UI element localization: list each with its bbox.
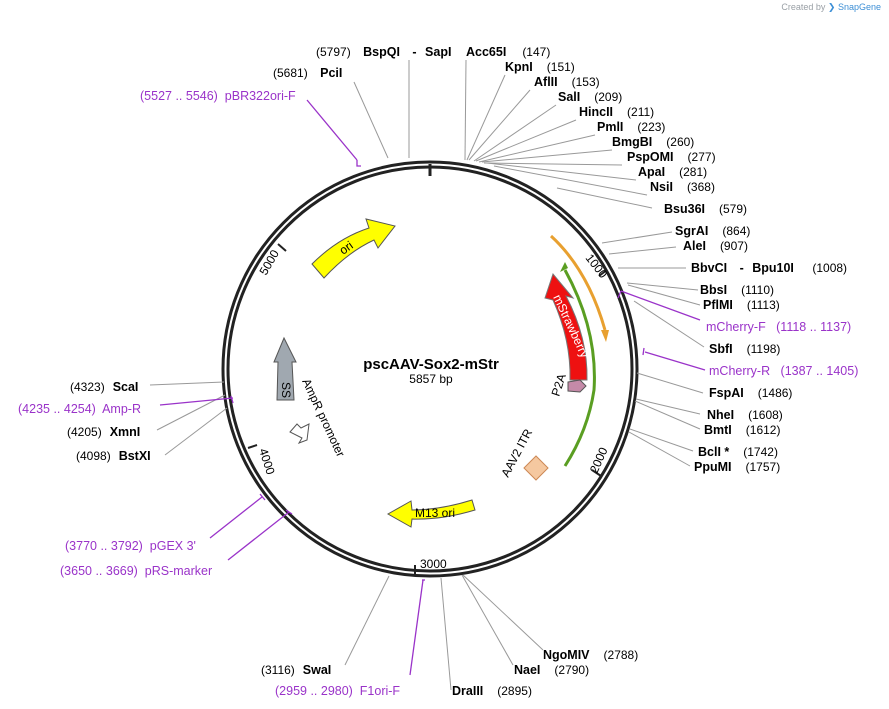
site-pcii-pos: (5681): [273, 66, 308, 80]
site-bmgbi[interactable]: BmgBI(260): [612, 135, 694, 149]
site-lines: [149, 59, 705, 691]
site-kpni[interactable]: KpnI(151): [505, 60, 575, 74]
site-swai[interactable]: (3116)SwaI: [261, 663, 331, 677]
snapgene-logo-icon: ❯: [827, 2, 836, 12]
site-bspqi[interactable]: (5797) BspQI - SapI: [316, 43, 451, 60]
tick-mark-5000: [277, 243, 287, 252]
feature-ampr-promoter[interactable]: AmpR promoter: [289, 376, 348, 459]
tick-mark-4000: [247, 444, 258, 449]
ss-label: SS: [279, 382, 293, 398]
primer-prs-marker[interactable]: (3650 .. 3669) pRS-marker: [60, 564, 212, 578]
site-hincii[interactable]: HincII(211): [579, 105, 654, 119]
site-alei[interactable]: AleI(907): [683, 239, 748, 253]
site-ngomiv[interactable]: NgoMIV(2788): [543, 648, 638, 662]
feature-aav2-itr[interactable]: AAV2 ITR: [498, 426, 549, 481]
site-bpu10i-name: Bpu10I: [752, 261, 794, 275]
site-bsu36i[interactable]: Bsu36I(579): [664, 202, 747, 216]
site-apai[interactable]: ApaI(281): [638, 165, 707, 179]
site-bspqi-pos: (5797): [316, 45, 351, 59]
site-pspomi[interactable]: PspOMI(277): [627, 150, 716, 164]
tick-mark-1000: [598, 269, 608, 277]
aav2-itr-box[interactable]: [523, 455, 549, 481]
primer-pgex-3[interactable]: (3770 .. 3792) pGEX 3': [65, 539, 196, 553]
site-bbvci[interactable]: BbvCI - Bpu10I (1008): [691, 259, 847, 276]
site-fspai[interactable]: FspAI(1486): [709, 386, 792, 400]
p2a-label: P2A: [549, 372, 569, 398]
site-nsii[interactable]: NsiI(368): [650, 180, 715, 194]
site-bmti[interactable]: BmtI(1612): [704, 423, 780, 437]
site-bbsi[interactable]: BbsI(1110): [700, 283, 774, 297]
ampr-promoter-label: AmpR promoter: [299, 376, 347, 459]
credit-prefix: Created by: [781, 2, 826, 12]
site-sapi-name: SapI: [425, 45, 451, 59]
site-pcii[interactable]: (5681) PciI: [273, 64, 342, 81]
ori-label: ori: [337, 238, 356, 257]
plasmid-size: 5857 bp: [409, 372, 453, 386]
site-ppumi[interactable]: PpuMI(1757): [694, 460, 780, 474]
primer-f1ori-f[interactable]: (2959 .. 2980) F1ori-F: [275, 684, 400, 698]
site-scai[interactable]: (4323)ScaI: [70, 380, 138, 394]
site-sgrai[interactable]: SgrAI(864): [675, 224, 750, 238]
green-arc-head: [560, 262, 568, 272]
primer-lines: [159, 99, 706, 676]
site-bcli[interactable]: BclI *(1742): [698, 445, 778, 459]
tick-label-2000: 2000: [587, 445, 611, 475]
primer-pbr322ori-f[interactable]: (5527 .. 5546) pBR322ori-F: [140, 89, 296, 103]
green-arc: [563, 269, 596, 467]
primer-labels: (5527 .. 5546) pBR322ori-F mCherry-F (11…: [18, 89, 858, 698]
site-aflii[interactable]: AflII(153): [534, 75, 600, 89]
site-draiii[interactable]: DraIII(2895): [452, 684, 532, 698]
site-nhei[interactable]: NheI(1608): [707, 408, 783, 422]
site-pflmi[interactable]: PflMI(1113): [703, 298, 780, 312]
site-labels-right: Acc65I(147) KpnI(151) AflII(153) SalI(20…: [452, 45, 847, 698]
mstrawberry-arrow[interactable]: [544, 272, 588, 381]
site-acc65i[interactable]: Acc65I(147): [466, 45, 550, 59]
feature-ori[interactable]: ori: [311, 218, 396, 279]
tick-label-3000: 3000: [420, 557, 447, 571]
orange-arc: [549, 234, 607, 331]
site-sali[interactable]: SalI(209): [558, 90, 622, 104]
ori-arrow[interactable]: [311, 218, 396, 279]
plasmid-name: pscAAV-Sox2-mStr: [363, 356, 499, 373]
site-pcii-name: PciI: [320, 66, 342, 80]
site-sbfi[interactable]: SbfI(1198): [709, 342, 780, 356]
primer-mcherry-r[interactable]: mCherry-R (1387 .. 1405): [709, 364, 858, 378]
site-bspqi-name: BspQI: [363, 45, 400, 59]
orange-arc-head: [601, 330, 609, 342]
primer-mcherry-f[interactable]: mCherry-F (1118 .. 1137): [706, 320, 851, 334]
site-bstxi[interactable]: (4098)BstXI: [76, 449, 151, 463]
feature-p2a[interactable]: P2A: [549, 372, 587, 398]
primer-amp-r[interactable]: (4235 .. 4254) Amp-R: [18, 402, 141, 416]
feature-m13-ori[interactable]: M13 ori: [386, 499, 476, 528]
tick-label-4000: 4000: [256, 447, 278, 477]
svg-text:ori: ori: [337, 238, 356, 257]
snapgene-credit: Created by ❯ SnapGene: [781, 2, 881, 13]
site-labels-left: (3116)SwaI (4323)ScaI (4205)XmnI (4098)B…: [67, 380, 331, 677]
feature-mstrawberry[interactable]: mStrawberry: [544, 272, 592, 381]
site-bbvci-name: BbvCI: [691, 261, 727, 275]
site-xmni[interactable]: (4205)XmnI: [67, 425, 140, 439]
m13-ori-arrow[interactable]: [386, 499, 476, 528]
ampr-promoter-arrow[interactable]: [289, 423, 310, 444]
scale-ticks: [247, 243, 608, 575]
site-pmli[interactable]: PmlI(223): [597, 120, 665, 134]
feature-ss[interactable]: SS: [273, 336, 297, 401]
m13-ori-label: M13 ori: [415, 506, 455, 520]
tick-mark-2000: [591, 469, 602, 477]
tick-label-1000: 1000: [583, 251, 611, 281]
site-naei[interactable]: NaeI(2790): [514, 663, 589, 677]
p2a-arrow[interactable]: [567, 379, 587, 393]
ss-arrow[interactable]: [273, 336, 297, 401]
credit-brand: SnapGene: [837, 2, 881, 12]
